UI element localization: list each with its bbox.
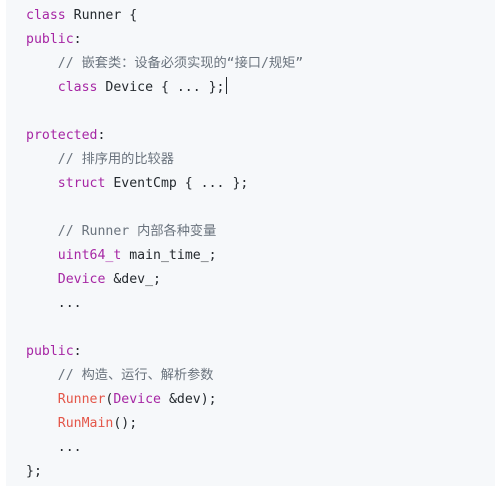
code-line: protected: bbox=[6, 124, 495, 148]
code-line: class Device { ... }; bbox=[6, 76, 495, 100]
code-token-text bbox=[26, 416, 58, 431]
code-line: struct EventCmp { ... }; bbox=[6, 172, 495, 196]
code-token-comment: // 构造、运行、解析参数 bbox=[57, 368, 214, 383]
code-token-text bbox=[26, 152, 58, 167]
code-token-comment: // Runner 内部各种变量 bbox=[57, 224, 217, 239]
code-token-text bbox=[26, 272, 58, 287]
text-cursor bbox=[225, 77, 227, 94]
code-token-text: : bbox=[97, 128, 106, 143]
code-line: public: bbox=[6, 28, 495, 52]
code-token-function: RunMain bbox=[57, 416, 114, 431]
code-token-text bbox=[26, 368, 58, 383]
code-line: Device &dev_; bbox=[6, 268, 495, 292]
code-token-keyword: struct bbox=[57, 176, 106, 191]
code-token-text: EventCmp { ... }; bbox=[105, 176, 249, 191]
code-line: // Runner 内部各种变量 bbox=[6, 220, 495, 244]
code-token-keyword: Device bbox=[57, 272, 106, 287]
code-line: // 嵌套类：设备必须实现的“接口/规矩” bbox=[6, 52, 495, 76]
code-block[interactable]: class Runner {public: // 嵌套类：设备必须实现的“接口/… bbox=[6, 0, 495, 486]
code-line bbox=[6, 316, 495, 340]
code-token-keyword: public bbox=[26, 32, 74, 47]
code-token-text bbox=[26, 392, 58, 407]
code-line: }; bbox=[6, 460, 495, 484]
code-line: Runner(Device &dev); bbox=[6, 388, 495, 412]
code-token-text: : bbox=[73, 32, 82, 47]
code-token-text: : bbox=[73, 344, 82, 359]
code-token-text: Runner { bbox=[65, 8, 138, 23]
code-token-comment: // 排序用的比较器 bbox=[57, 152, 174, 167]
code-token-keyword: public bbox=[26, 344, 74, 359]
code-token-text: &dev_; bbox=[105, 272, 161, 287]
code-token-text: (); bbox=[113, 416, 138, 431]
code-token-function: Runner bbox=[57, 392, 106, 407]
code-token-keyword: class bbox=[26, 8, 66, 23]
code-line: // 排序用的比较器 bbox=[6, 148, 495, 172]
code-token-text: main_time_; bbox=[121, 248, 217, 263]
code-line: public: bbox=[6, 340, 495, 364]
code-token-keyword: protected bbox=[26, 128, 98, 143]
code-token-text: &dev); bbox=[161, 392, 217, 407]
code-token-text: }; bbox=[26, 464, 42, 479]
code-token-text: ( bbox=[105, 392, 114, 407]
code-token-text bbox=[26, 176, 58, 191]
code-line bbox=[6, 196, 495, 220]
code-token-text: ... bbox=[26, 296, 82, 311]
code-token-comment: // 嵌套类：设备必须实现的“接口/规矩” bbox=[57, 56, 304, 71]
code-token-text bbox=[26, 80, 58, 95]
code-line: RunMain(); bbox=[6, 412, 495, 436]
code-token-text bbox=[26, 56, 58, 71]
code-line: class Runner { bbox=[6, 4, 495, 28]
code-token-text: Device { ... }; bbox=[97, 80, 225, 95]
code-line: ... bbox=[6, 292, 495, 316]
code-line: uint64_t main_time_; bbox=[6, 244, 495, 268]
code-token-text bbox=[26, 224, 58, 239]
code-token-keyword: uint64_t bbox=[57, 248, 122, 263]
code-token-text bbox=[26, 248, 58, 263]
code-line: ... bbox=[6, 436, 495, 460]
code-token-text: ... bbox=[26, 440, 82, 455]
code-line: // 构造、运行、解析参数 bbox=[6, 364, 495, 388]
code-line bbox=[6, 100, 495, 124]
code-token-keyword: Device bbox=[113, 392, 161, 407]
code-token-keyword: class bbox=[57, 80, 98, 95]
